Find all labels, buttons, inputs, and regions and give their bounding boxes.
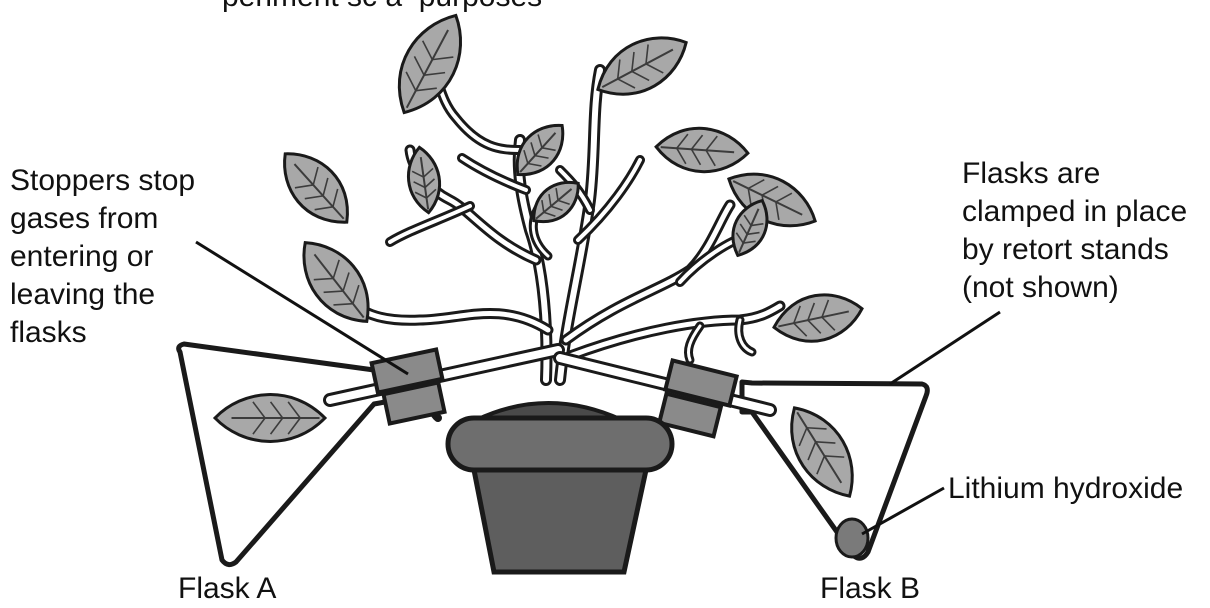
label-stoppers: Stoppers stop gases from entering or lea…	[10, 162, 195, 352]
pot-body	[474, 470, 646, 572]
pointer-clamped	[890, 312, 1000, 384]
leaf	[268, 139, 363, 238]
leaf	[382, 4, 478, 125]
partial-caption: periment sc a purposes	[222, 0, 542, 16]
leaf	[655, 125, 750, 175]
label-flask-b: Flask B	[820, 570, 920, 608]
label-flask-a: Flask A	[178, 570, 276, 608]
label-lithium-hydroxide: Lithium hydroxide	[948, 470, 1183, 508]
lithium-hydroxide-pellet	[836, 519, 868, 557]
flask-a	[179, 344, 385, 565]
label-flasks-clamped: Flasks are clamped in place by retort st…	[962, 155, 1187, 307]
pot-rim	[448, 418, 672, 470]
stopper-flask-a	[372, 349, 445, 423]
stopper-flask-b	[659, 360, 736, 436]
plant-pot	[448, 403, 672, 572]
leaf	[769, 287, 866, 350]
